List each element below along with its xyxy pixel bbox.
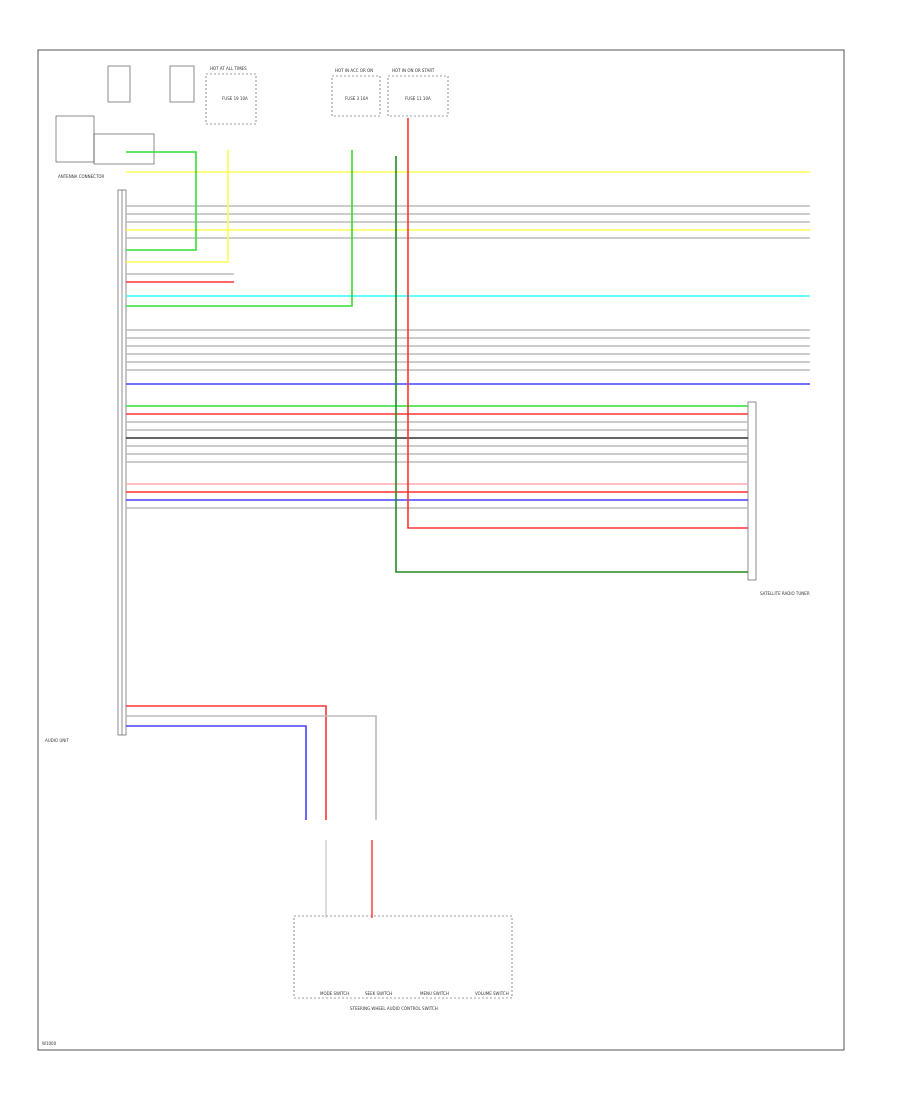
footer-id: W1000 bbox=[42, 1041, 57, 1046]
label-switch-3: VOLUME SWITCH bbox=[475, 991, 509, 996]
wire-red-steer bbox=[126, 705, 327, 820]
satellite-connector bbox=[747, 401, 757, 581]
wire-group bbox=[126, 118, 810, 918]
wire-yellow-short bbox=[126, 150, 229, 263]
label-fuse-right: FUSE 11 10A bbox=[405, 96, 431, 101]
top-component-box-2 bbox=[169, 65, 195, 103]
wire-red-feed bbox=[407, 118, 748, 529]
label-fuse-left: FUSE 19 10A bbox=[222, 96, 248, 101]
label-hot-left: HOT AT ALL TIMES bbox=[210, 66, 247, 71]
wire-green-feed bbox=[395, 156, 748, 573]
diagram-frame bbox=[37, 49, 845, 1051]
label-hot-mid: HOT IN ACC OR ON bbox=[335, 68, 373, 73]
label-switch-0: MODE SWITCH bbox=[320, 991, 349, 996]
steering-switch-box bbox=[293, 915, 513, 999]
label-steering-switch: STEERING WHEEL AUDIO CONTROL SWITCH bbox=[350, 1006, 438, 1011]
label-antenna: ANTENNA CONNECTOR bbox=[58, 174, 105, 179]
wire-green-feed-left bbox=[126, 150, 353, 307]
fuse-box-right bbox=[387, 75, 449, 117]
fuse-box-left bbox=[205, 73, 257, 125]
label-audio-unit: AUDIO UNIT bbox=[45, 738, 69, 743]
label-satellite-tuner: SATELLITE RADIO TUNER bbox=[760, 591, 810, 596]
label-hot-right: HOT IN ON OR START bbox=[392, 68, 435, 73]
fuse-box-mid bbox=[331, 75, 381, 117]
antenna-box bbox=[55, 115, 95, 163]
antenna-connector-box bbox=[93, 133, 155, 165]
label-fuse-mid: FUSE 3 10A bbox=[345, 96, 368, 101]
top-component-box-1 bbox=[107, 65, 131, 103]
label-switch-1: SEEK SWITCH bbox=[365, 991, 392, 996]
wire-green-short bbox=[126, 151, 197, 251]
wire-blue-steer bbox=[126, 725, 307, 820]
label-switch-2: MENU SWITCH bbox=[420, 991, 449, 996]
wire-gray-steer bbox=[126, 715, 377, 820]
